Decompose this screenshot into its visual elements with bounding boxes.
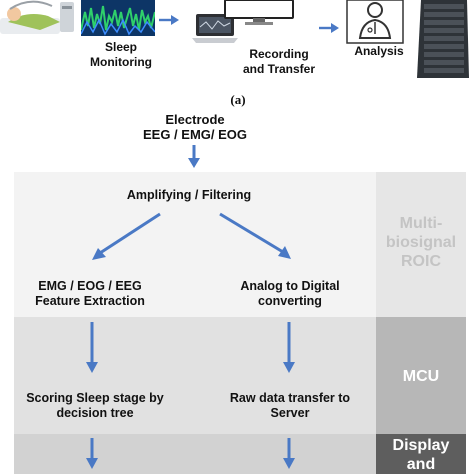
display-panel: [14, 434, 376, 474]
sleep-monitoring-label: Sleep Monitoring: [90, 40, 152, 69]
arrow-amp-to-adc: [219, 212, 284, 254]
mcu-label: MCU: [402, 368, 440, 385]
arrow-scoring-to-display-head: [86, 458, 98, 469]
mcu-panel: [14, 317, 376, 434]
arrow-adc-to-raw-head: [283, 362, 295, 373]
doctor-icon: [346, 0, 404, 44]
eeg-signal-thumbnail: [81, 0, 155, 36]
arrow-amp-to-feature-head: [92, 248, 106, 260]
analog-digital-label: Analog to Digital converting: [240, 279, 340, 308]
raw-data-transfer-label: Raw data transfer to Server: [229, 391, 351, 420]
analysis-label: Analysis: [354, 44, 404, 58]
electrode-label: Electrode EEG / EMG/ EOG: [142, 112, 248, 142]
figure-caption: (a): [230, 92, 246, 107]
arrow-raw-to-display-head: [283, 458, 295, 469]
recording-transfer-label: Recording and Transfer: [242, 47, 316, 76]
roic-label: Multi- biosignal ROIC: [385, 215, 457, 270]
feature-extraction-label: EMG / EOG / EEG Feature Extraction: [35, 279, 145, 308]
display-side-panel: [376, 434, 466, 474]
arrow-feature-to-scoring-head: [86, 362, 98, 373]
mcu-side-panel: [376, 317, 466, 434]
roic-side-panel: [376, 172, 466, 317]
monitor-icon: [223, 0, 295, 26]
laptop-icon: [190, 12, 240, 44]
arrow-right-icon: [158, 13, 180, 25]
arrow-electrode-to-amp-head: [188, 158, 200, 168]
sleeping-person-illustration: [0, 0, 78, 38]
scoring-sleep-stage-label: Scoring Sleep stage by decision tree: [26, 391, 164, 420]
amplifying-filtering-label: Amplifying / Filtering: [126, 188, 252, 202]
server-rack-icon: [415, 0, 470, 80]
arrow-right-icon: [318, 21, 340, 33]
display-label: Display and: [392, 437, 450, 473]
arrow-amp-to-feature: [99, 212, 161, 255]
roic-panel: [14, 172, 376, 317]
arrow-amp-to-adc-head: [278, 246, 291, 259]
